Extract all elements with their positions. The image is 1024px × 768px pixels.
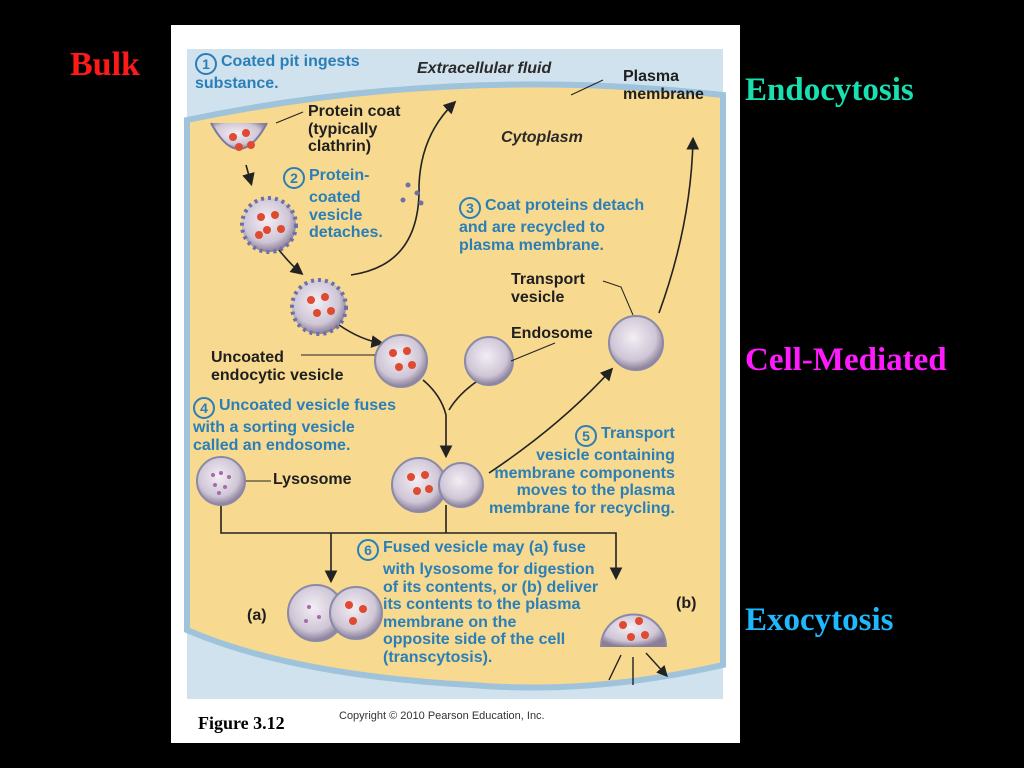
arrow-to-b [220,503,623,581]
arrows-release [608,652,666,685]
arrow-to-uncoated [338,324,385,348]
endocytosis-label: Endocytosis [745,72,914,108]
leader-protein-coat [275,111,304,124]
lysosome-fusion-a [287,584,383,642]
arrow-step1-2 [242,164,255,187]
cytoplasm-region [184,81,726,691]
fused-endosome-vesicle [391,457,484,513]
arrow-to-transport [488,367,614,474]
exocytosis-label: Exocytosis [745,602,894,638]
leader-transport-vesicle [602,280,634,316]
coated-pit [210,122,268,151]
uncoated-vesicle [374,334,428,388]
figure-illustration [184,49,726,699]
cell-mediated-label: Cell-Mediated [745,342,947,378]
lysosome-label: Lysosome [273,471,352,488]
label-b: (b) [676,595,697,612]
exocytosis-vesicle-b [600,613,667,648]
endosome [464,336,514,386]
bulk-label: Bulk [70,46,140,83]
arrow-to-membrane [658,136,700,314]
arrow-step2-3 [278,249,304,275]
coated-vesicle [240,196,298,254]
transport-vesicle [608,315,664,371]
leader-plasma-membrane [570,79,604,96]
arrow-to-fusion [422,379,453,459]
coat-protein-fragments [400,182,424,206]
copyright-notice: Copyright © 2010 Pearson Education, Inc. [339,710,545,722]
cytoplasm-label: Cytoplasm [501,129,583,146]
figure-caption: Figure 3.12 [198,713,285,733]
leader-endosome [510,342,556,362]
label-a: (a) [247,607,267,624]
arrow-to-a [331,505,447,580]
coated-vesicle-detaching [290,278,348,336]
extracellular-fluid-label: Extracellular fluid [417,60,552,77]
lysosome [196,456,246,506]
endosome-label: Endosome [511,325,593,342]
arrow-coat-recycle [350,100,457,276]
